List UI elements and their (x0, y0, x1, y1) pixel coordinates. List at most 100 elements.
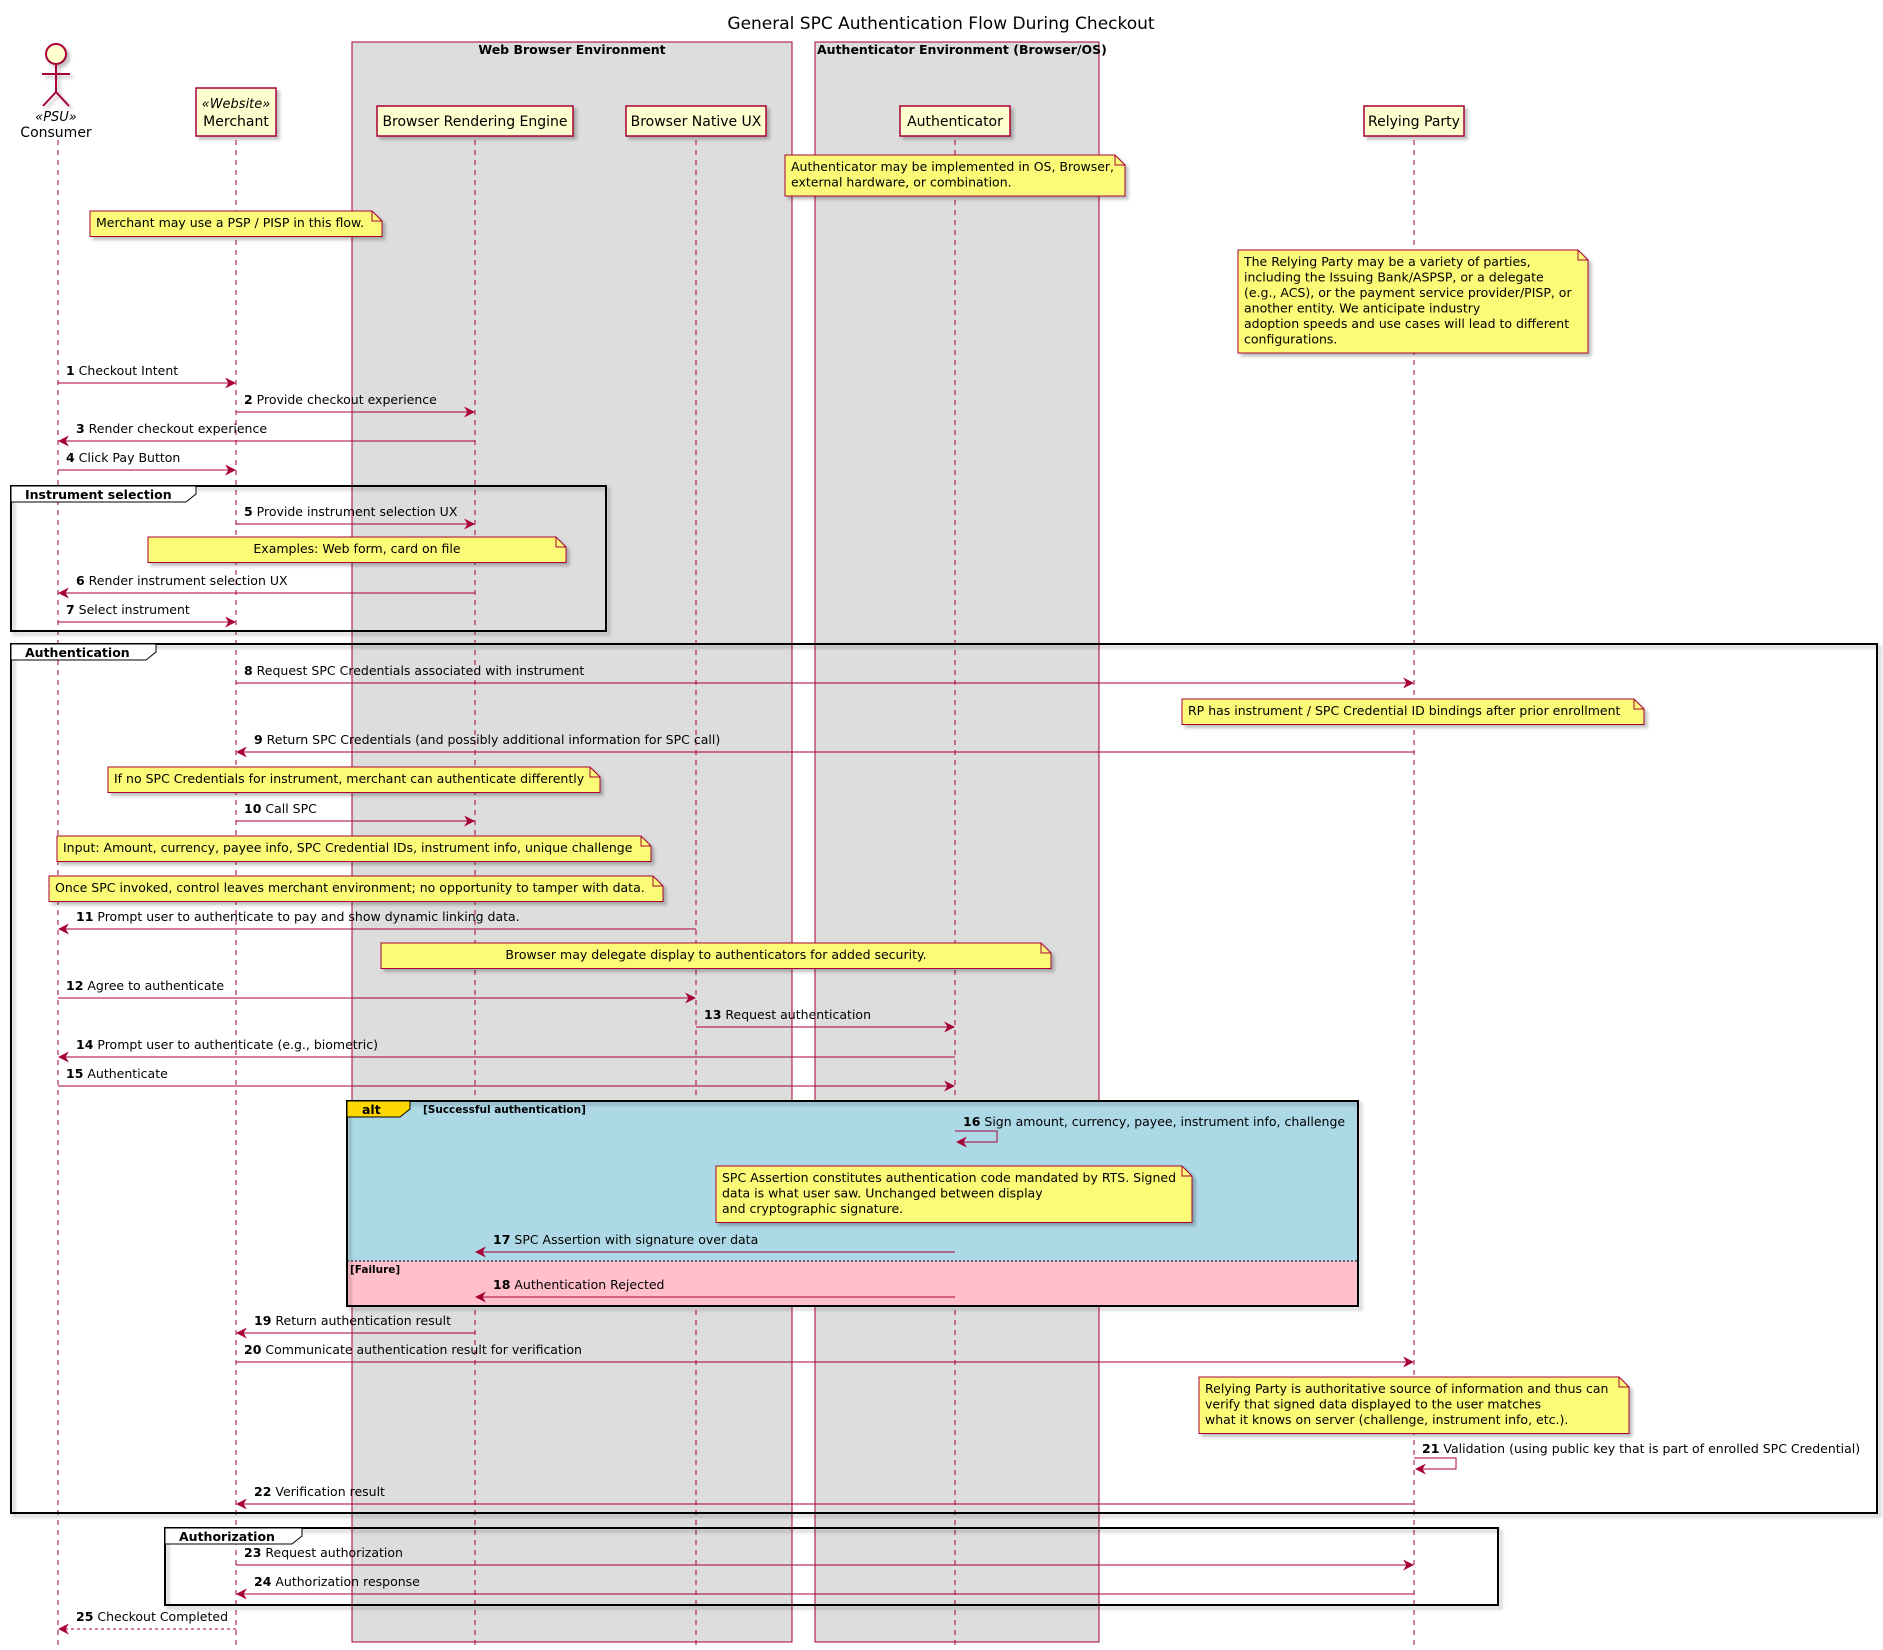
note-line: configurations. (1244, 332, 1337, 347)
message-text: Request authentication (721, 1007, 871, 1022)
note-n-psp: Merchant may use a PSP / PISP in this fl… (89, 210, 383, 237)
authenticator-environment-label: Authenticator Environment (Browser/OS) (817, 42, 1107, 57)
message-16: 16 Sign amount, currency, payee, instrum… (955, 1114, 1345, 1148)
message-number: 24 (254, 1574, 272, 1589)
message-text: Checkout Intent (75, 363, 179, 378)
merchant-name: Merchant (203, 114, 269, 130)
note-line: RP has instrument / SPC Credential ID bi… (1188, 703, 1621, 718)
message-text: Authorization response (271, 1574, 420, 1589)
note-line: Once SPC invoked, control leaves merchan… (55, 880, 645, 895)
message-label: 2 Provide checkout experience (244, 392, 437, 407)
message-label: 4 Click Pay Button (66, 450, 180, 465)
participant-authenticator: Authenticator (899, 105, 1011, 137)
actor-icon (42, 43, 70, 107)
note-line: data is what user saw. Unchanged between… (722, 1186, 1043, 1201)
participant-relying-party: Relying Party (1363, 105, 1465, 137)
message-8: 8 Request SPC Credentials associated wit… (236, 663, 1415, 689)
note-n-examples: Examples: Web form, card on file (147, 536, 567, 563)
message-label: 23 Request authorization (244, 1545, 403, 1560)
message-number: 1 (66, 363, 75, 378)
message-number: 3 (76, 421, 85, 436)
authenticator-name: Authenticator (907, 114, 1003, 130)
note-line: Browser may delegate display to authenti… (505, 947, 926, 962)
note-line: external hardware, or combination. (791, 175, 1012, 190)
message-label: 8 Request SPC Credentials associated wit… (244, 663, 584, 678)
message-22: 22 Verification result (235, 1484, 1414, 1510)
group-authentication-label: Authentication (25, 645, 130, 660)
message-text: Provide checkout experience (253, 392, 437, 407)
message-19: 19 Return authentication result (235, 1313, 475, 1339)
authenticator-environment-box: Authenticator Environment (Browser/OS) (814, 41, 1107, 1643)
note-n-assertion: SPC Assertion constitutes authentication… (715, 1165, 1193, 1223)
message-label: 17 SPC Assertion with signature over dat… (493, 1232, 758, 1247)
group-authentication: Authentication (10, 643, 1878, 1514)
message-20: 20 Communicate authentication result for… (236, 1342, 1415, 1368)
group-authorization: Authorization (164, 1527, 1499, 1606)
message-text: Request authorization (261, 1545, 403, 1560)
message-text: Render checkout experience (85, 421, 268, 436)
message-text: Click Pay Button (75, 450, 181, 465)
message-text: Return authentication result (271, 1313, 451, 1328)
web-browser-environment-label: Web Browser Environment (478, 42, 665, 57)
message-text: Select instrument (75, 602, 190, 617)
message-number: 14 (76, 1037, 94, 1052)
message-text: Request SPC Credentials associated with … (253, 663, 585, 678)
message-23: 23 Request authorization (236, 1545, 1415, 1571)
participant-consumer: «PSU» Consumer (20, 43, 92, 141)
message-number: 15 (66, 1066, 83, 1081)
message-number: 23 (244, 1545, 261, 1560)
group-instrument-selection: Instrument selection (10, 485, 607, 632)
alt-guard-failure: [Failure] (350, 1264, 400, 1276)
note-line: what it knows on server (challenge, inst… (1205, 1412, 1568, 1427)
message-label: 21 Validation (using public key that is … (1422, 1441, 1860, 1456)
alt-guard-success: [Successful authentication] (423, 1104, 586, 1116)
message-label: 22 Verification result (254, 1484, 385, 1499)
participant-merchant: «Website» Merchant (195, 87, 277, 137)
message-25: 25 Checkout Completed (57, 1609, 236, 1635)
diagram-title: General SPC Authentication Flow During C… (727, 14, 1155, 34)
note-line: another entity. We anticipate industry (1244, 301, 1481, 316)
message-arrow (955, 1130, 998, 1148)
native-name: Browser Native UX (631, 114, 762, 130)
message-label: 12 Agree to authenticate (66, 978, 224, 993)
note-line: Examples: Web form, card on file (253, 541, 460, 556)
message-text: Provide instrument selection UX (253, 504, 458, 519)
note-line: If no SPC Credentials for instrument, me… (114, 771, 585, 786)
message-text: Agree to authenticate (83, 978, 224, 993)
note-line: adoption speeds and use cases will lead … (1244, 316, 1569, 331)
note-n-delegate: Browser may delegate display to authenti… (380, 942, 1052, 969)
participant-engine: Browser Rendering Engine (376, 105, 574, 137)
notes: Authenticator may be implemented in OS, … (48, 154, 1645, 1434)
note-n-rp: The Relying Party may be a variety of pa… (1237, 249, 1589, 354)
note-line: Authenticator may be implemented in OS, … (791, 159, 1114, 174)
messages: 1 Checkout Intent 2 Provide checkout expe… (57, 363, 1860, 1635)
note-line: including the Issuing Bank/ASPSP, or a d… (1244, 270, 1544, 285)
message-text: Prompt user to authenticate to pay and s… (93, 909, 519, 924)
message-text: Prompt user to authenticate (e.g., biome… (93, 1037, 378, 1052)
message-number: 19 (254, 1313, 271, 1328)
message-14: 14 Prompt user to authenticate (e.g., bi… (57, 1037, 955, 1063)
message-2: 2 Provide checkout experience (236, 392, 476, 418)
message-number: 9 (254, 732, 263, 747)
note-line: Input: Amount, currency, payee info, SPC… (63, 840, 633, 855)
message-label: 19 Return authentication result (254, 1313, 451, 1328)
message-number: 8 (244, 663, 253, 678)
message-text: Checkout Completed (93, 1609, 228, 1624)
message-15: 15 Authenticate (58, 1066, 956, 1092)
message-label: 24 Authorization response (254, 1574, 420, 1589)
message-label: 1 Checkout Intent (66, 363, 178, 378)
message-label: 18 Authentication Rejected (493, 1277, 665, 1292)
note-n-input: Input: Amount, currency, payee info, SPC… (56, 835, 652, 862)
message-text: Authenticate (83, 1066, 168, 1081)
message-label: 15 Authenticate (66, 1066, 168, 1081)
message-text: Authentication Rejected (510, 1277, 664, 1292)
message-3: 3 Render checkout experience (57, 421, 475, 447)
message-label: 20 Communicate authentication result for… (244, 1342, 582, 1357)
message-number: 18 (493, 1277, 510, 1292)
consumer-stereotype: «PSU» (35, 110, 77, 125)
note-n-rpauth: Relying Party is authoritative source of… (1198, 1376, 1630, 1434)
message-24: 24 Authorization response (235, 1574, 1414, 1600)
note-line: The Relying Party may be a variety of pa… (1243, 254, 1531, 269)
message-label: 25 Checkout Completed (76, 1609, 228, 1624)
